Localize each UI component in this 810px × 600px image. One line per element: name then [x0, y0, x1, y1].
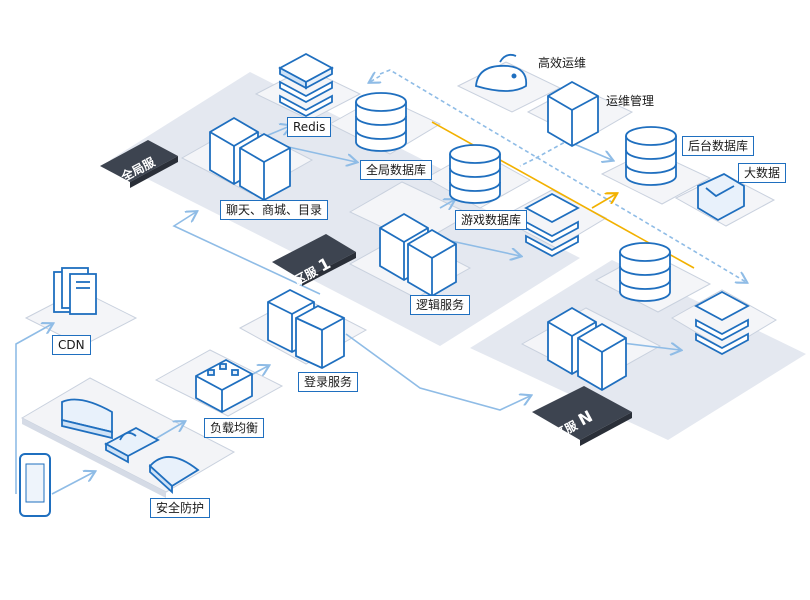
login-server-icon — [267, 288, 345, 370]
label-game-db: 游戏数据库 — [455, 210, 528, 230]
cdn-server-icon — [53, 267, 97, 315]
label-load-balancer: 负载均衡 — [204, 418, 265, 438]
label-logic-service: 逻辑服务 — [410, 295, 471, 315]
zoneN-server-icon — [547, 306, 627, 392]
zoneN-stack-icon — [694, 290, 750, 356]
label-login-service: 登录服务 — [298, 372, 359, 392]
chat-server-icon — [209, 116, 291, 202]
zone-tag-global — [100, 140, 178, 188]
logic-server-icon — [379, 212, 457, 298]
label-ops-manage: 运维管理 — [606, 94, 655, 108]
big-data-icon — [697, 172, 745, 222]
label-redis: Redis — [287, 117, 332, 137]
zone-tag-n — [532, 386, 632, 446]
ops-server-icon — [547, 80, 599, 148]
lock-icon — [104, 426, 160, 464]
radar-icon — [148, 456, 200, 495]
game-db-icon — [449, 144, 501, 204]
global-db-icon — [355, 92, 407, 152]
shield-icon — [61, 398, 113, 440]
label-chat-mall-catalog: 聊天、商城、目录 — [220, 200, 329, 220]
whale-icon — [475, 53, 528, 92]
label-global-db: 全局数据库 — [360, 160, 433, 180]
backend-db-icon — [625, 126, 677, 186]
zone1-stack-icon — [524, 192, 580, 258]
label-security: 安全防护 — [150, 498, 211, 518]
phone-icon — [19, 453, 51, 517]
redis-stack-icon — [278, 52, 334, 118]
label-ops-efficient: 高效运维 — [538, 56, 587, 70]
label-big-data: 大数据 — [738, 163, 787, 183]
label-backend-db: 后台数据库 — [682, 136, 755, 156]
zone-tag-1 — [272, 234, 356, 286]
label-cdn: CDN — [52, 335, 91, 355]
load-balancer-icon — [195, 358, 253, 414]
zoneN-db-icon — [619, 242, 671, 302]
